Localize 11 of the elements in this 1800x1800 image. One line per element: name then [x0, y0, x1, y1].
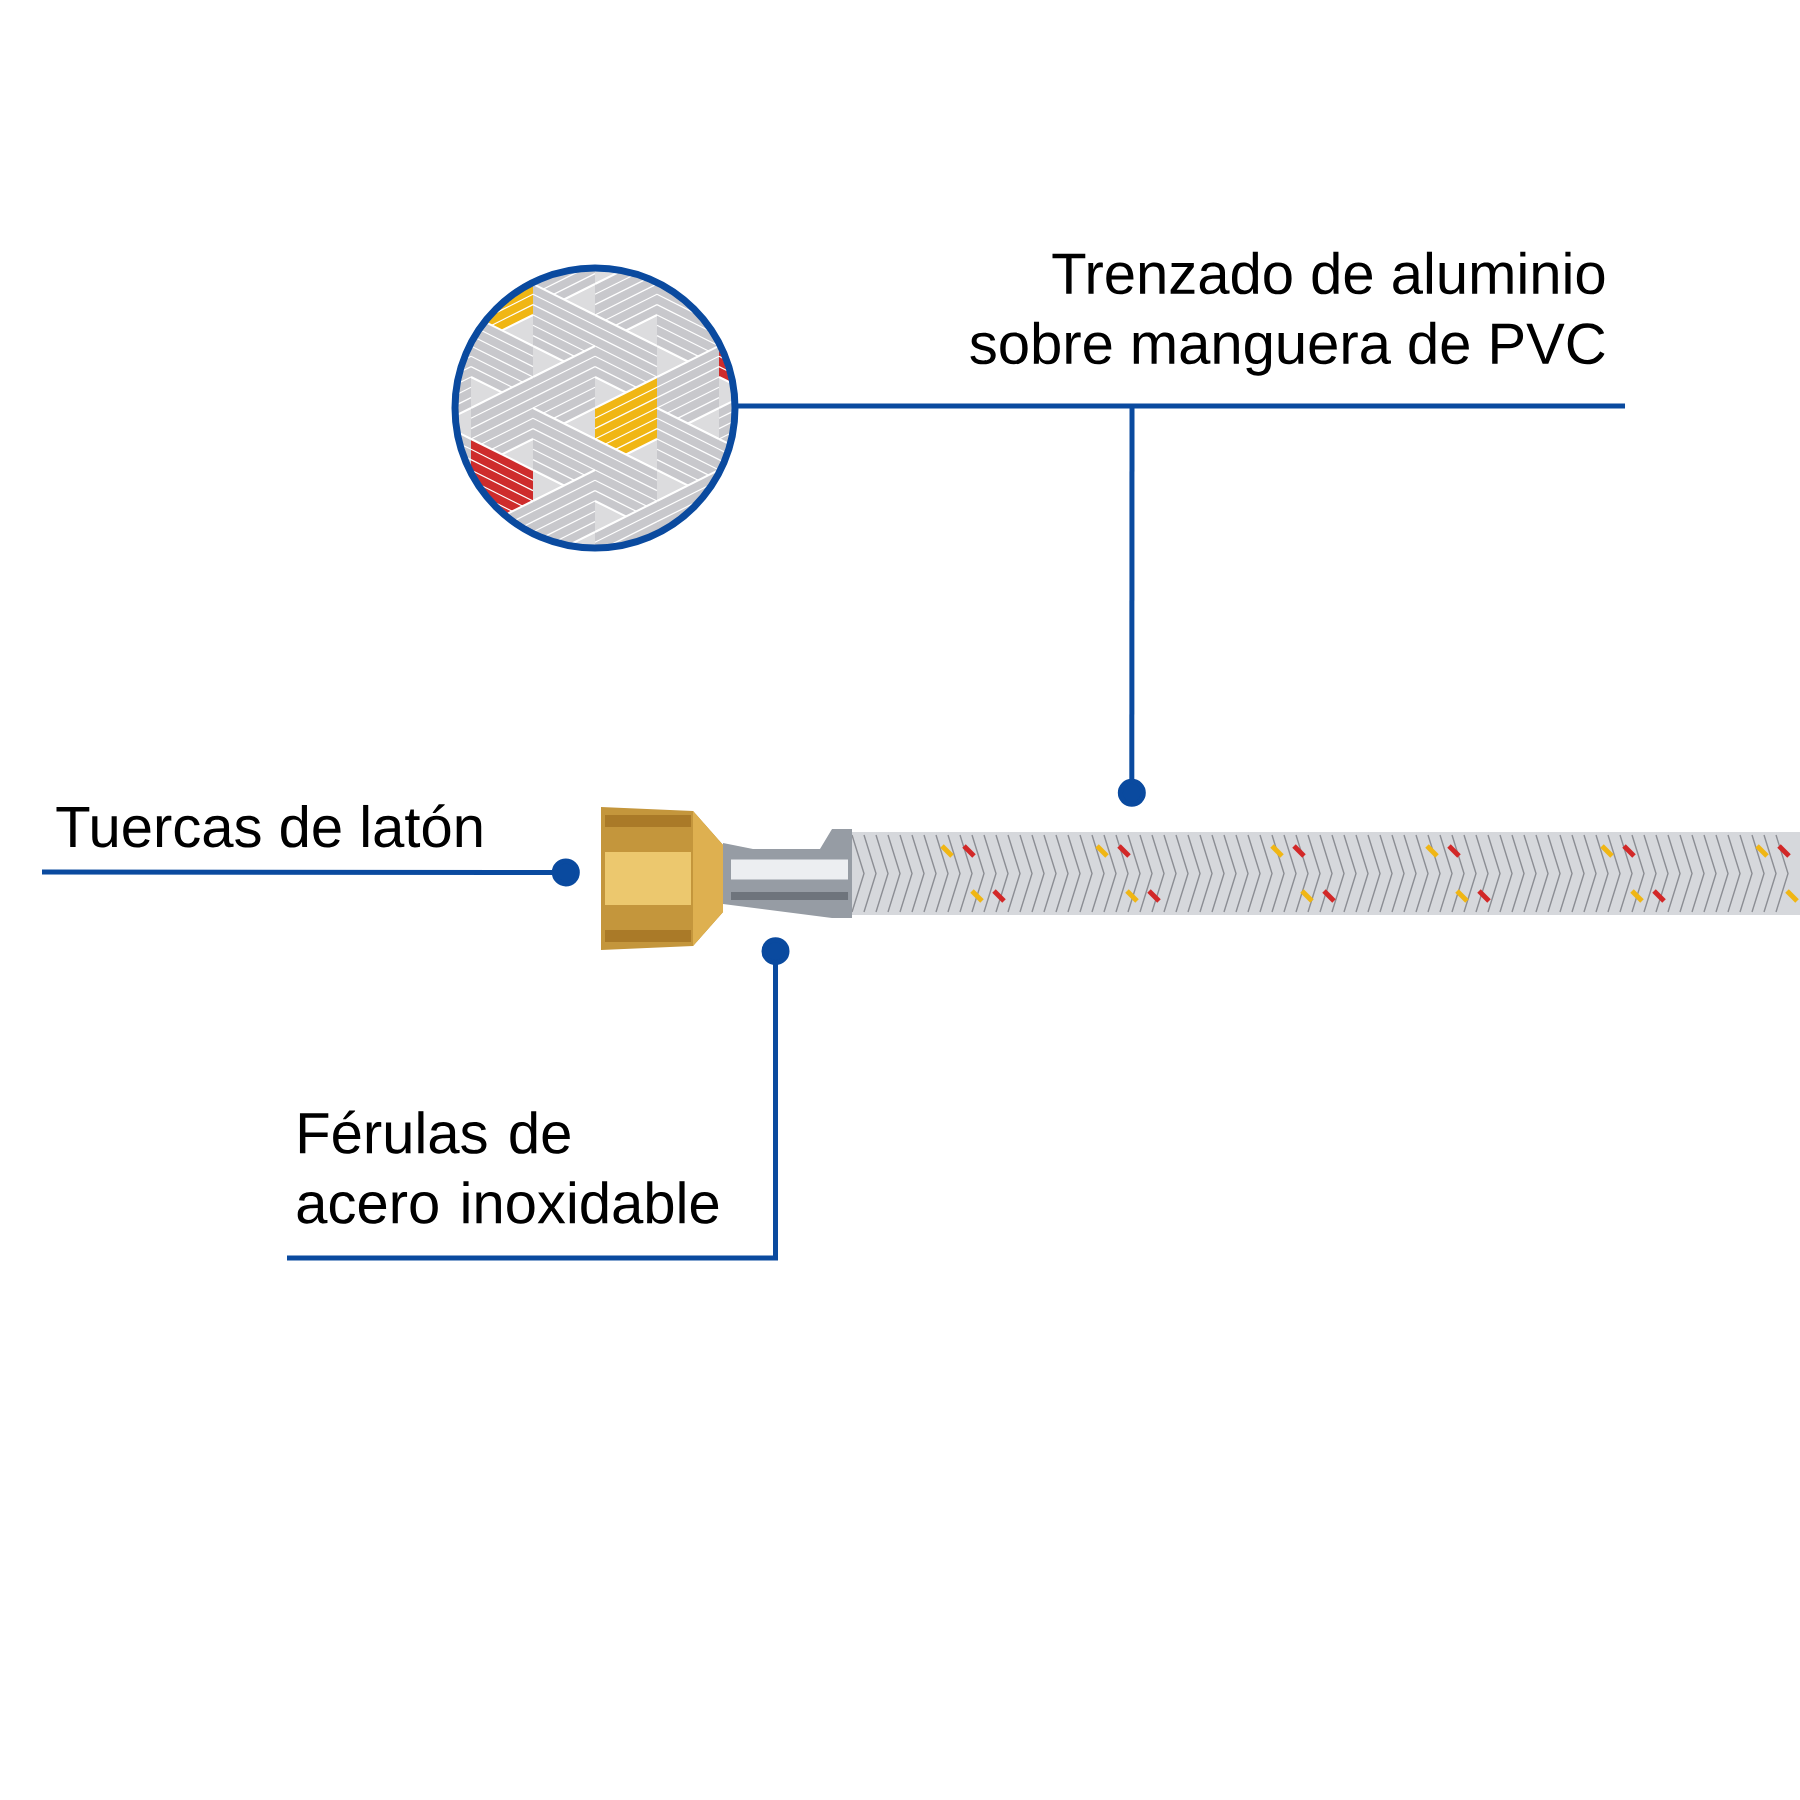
ferrule-drawing: [723, 829, 852, 918]
leader-line: [735, 403, 1625, 409]
leader-line: [287, 937, 790, 1261]
leader-line: [1117, 406, 1146, 807]
braided-hose-drawing: [851, 832, 1800, 915]
leader-line: [42, 858, 580, 887]
callout-label: Tuercas de latón: [56, 804, 482, 848]
callout-label: Trenzado de aluminio sobre manguera de PVC: [970, 251, 1605, 376]
callout-label: Férulas de acero inoxidable: [297, 1110, 719, 1224]
brass-nut-drawing: [601, 807, 723, 950]
braid-detail-drawing: [451, 264, 739, 552]
